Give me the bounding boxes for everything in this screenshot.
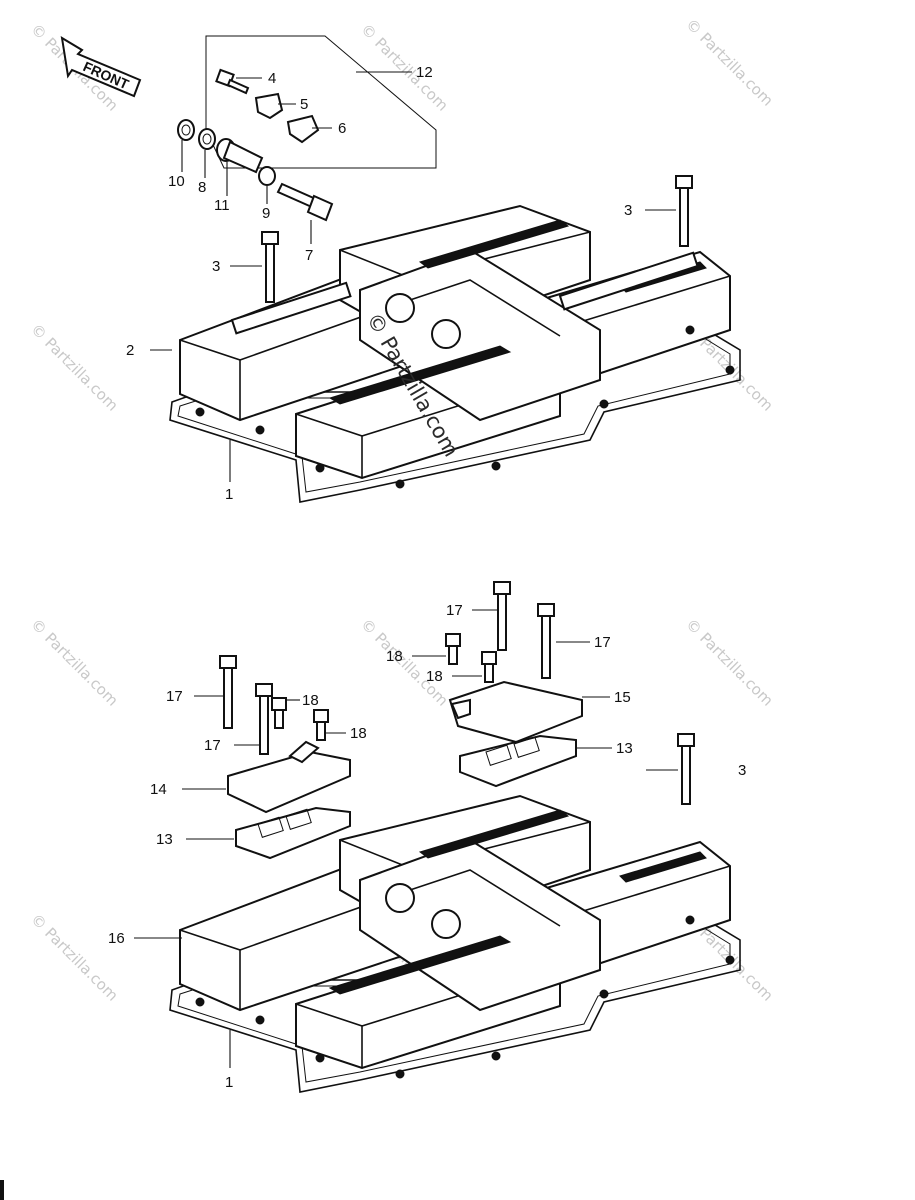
plug-part-7 xyxy=(276,182,334,222)
fitting-part-11 xyxy=(216,138,264,174)
callout-17: 17 xyxy=(166,688,183,705)
watermark-text: © Partzilla.com xyxy=(357,615,452,710)
callout-9: 9 xyxy=(262,205,270,222)
callout-15: 15 xyxy=(614,689,631,706)
callout-12: 12 xyxy=(416,64,433,81)
bolt-part-3 xyxy=(677,733,695,805)
callout-8: 8 xyxy=(198,179,206,196)
bottom-assembly: 17 17 18 18 15 13 3 17 17 18 18 14 13 16… xyxy=(108,581,746,1093)
bolt-part-18 xyxy=(271,697,287,729)
bolt-part-17 xyxy=(537,603,555,679)
oring-part-9 xyxy=(258,166,276,186)
cylinder-head-cover-part-16 xyxy=(179,794,735,1079)
callout-18: 18 xyxy=(426,668,443,685)
watermark-text: © Partzilla.com xyxy=(27,615,122,710)
page-edge-mark xyxy=(0,1180,4,1200)
screw-part-4 xyxy=(215,68,250,95)
washer-part-8 xyxy=(198,128,216,150)
callout-16: 16 xyxy=(108,930,125,947)
breather-cover-part-14 xyxy=(227,750,351,814)
callout-11: 11 xyxy=(214,197,230,214)
callout-3: 3 xyxy=(738,762,746,779)
bracket-part-6 xyxy=(286,114,320,144)
callout-5: 5 xyxy=(300,96,308,113)
bracket-part-5 xyxy=(254,92,284,120)
callout-6: 6 xyxy=(338,120,346,137)
callout-13: 13 xyxy=(156,831,173,848)
bolt-part-3 xyxy=(261,231,279,303)
watermark-text: © Partzilla.com xyxy=(27,910,122,1005)
callout-1: 1 xyxy=(225,1074,233,1091)
bolt-part-17 xyxy=(255,683,273,755)
callout-2: 2 xyxy=(126,342,134,359)
plate-part-13 xyxy=(235,806,351,860)
bolt-part-18 xyxy=(445,633,461,665)
breather-cover-part-15 xyxy=(448,680,583,744)
cylinder-head-cover-part-2 xyxy=(179,204,735,489)
callout-18: 18 xyxy=(302,692,319,709)
callout-17: 17 xyxy=(204,737,221,754)
bolt-part-17 xyxy=(219,655,237,729)
bolt-part-3 xyxy=(675,175,693,247)
callout-1: 1 xyxy=(225,486,233,503)
callout-13: 13 xyxy=(616,740,633,757)
bolt-part-18 xyxy=(313,709,329,741)
callout-7: 7 xyxy=(305,247,313,264)
bolt-part-18 xyxy=(481,651,497,683)
callout-18: 18 xyxy=(350,725,367,742)
callout-18: 18 xyxy=(386,648,403,665)
watermark-text: © Partzilla.com xyxy=(27,320,122,415)
callout-4: 4 xyxy=(268,70,276,87)
callout-17: 17 xyxy=(594,634,611,651)
callout-10: 10 xyxy=(168,173,185,190)
watermark-text: © Partzilla.com xyxy=(682,15,777,110)
top-assembly: 4 5 6 12 10 8 11 9 7 3 3 2 1 © Partzilla… xyxy=(126,35,741,503)
callout-14: 14 xyxy=(150,781,167,798)
callout-17: 17 xyxy=(446,602,463,619)
bolt-part-17 xyxy=(493,581,511,651)
washer-part-10 xyxy=(177,119,195,141)
plate-part-13 xyxy=(459,734,577,788)
callout-3: 3 xyxy=(212,258,220,275)
watermark-text: © Partzilla.com xyxy=(357,20,452,115)
watermark-text: © Partzilla.com xyxy=(682,615,777,710)
callout-3: 3 xyxy=(624,202,632,219)
